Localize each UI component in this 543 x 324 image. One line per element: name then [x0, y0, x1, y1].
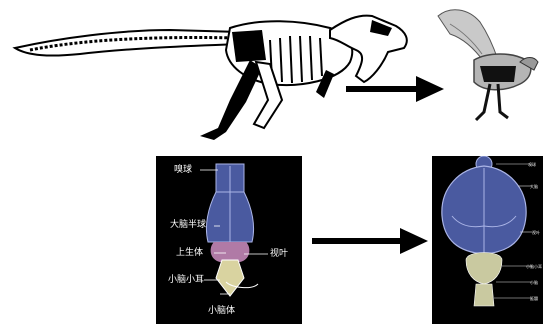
right-label-optic-lobe: 视叶	[532, 231, 540, 235]
right-label-medulla: 延髓	[530, 297, 538, 301]
label-cerebellum: 小脑小耳	[168, 276, 204, 285]
right-label-olfactory-bulb: 嗅球	[528, 163, 536, 167]
label-medulla: 小脑体	[208, 307, 235, 316]
bird-brain-panel	[432, 156, 543, 324]
evolution-arrow-bottom	[312, 224, 430, 258]
label-olfactory-bulb: 嗅球	[174, 166, 192, 175]
label-pineal: 上生体	[176, 249, 203, 258]
bird-skeleton-illustration	[428, 0, 543, 135]
right-label-cerebrum: 大脑	[530, 185, 538, 189]
label-optic-lobe: 视叶	[270, 250, 288, 259]
primitive-brain-panel	[156, 156, 302, 324]
right-label-cerebellum: 小脑	[530, 281, 538, 285]
label-cerebrum: 大脑半球	[170, 221, 206, 230]
right-label-cerebellum-ear: 小脑小耳	[526, 265, 542, 269]
